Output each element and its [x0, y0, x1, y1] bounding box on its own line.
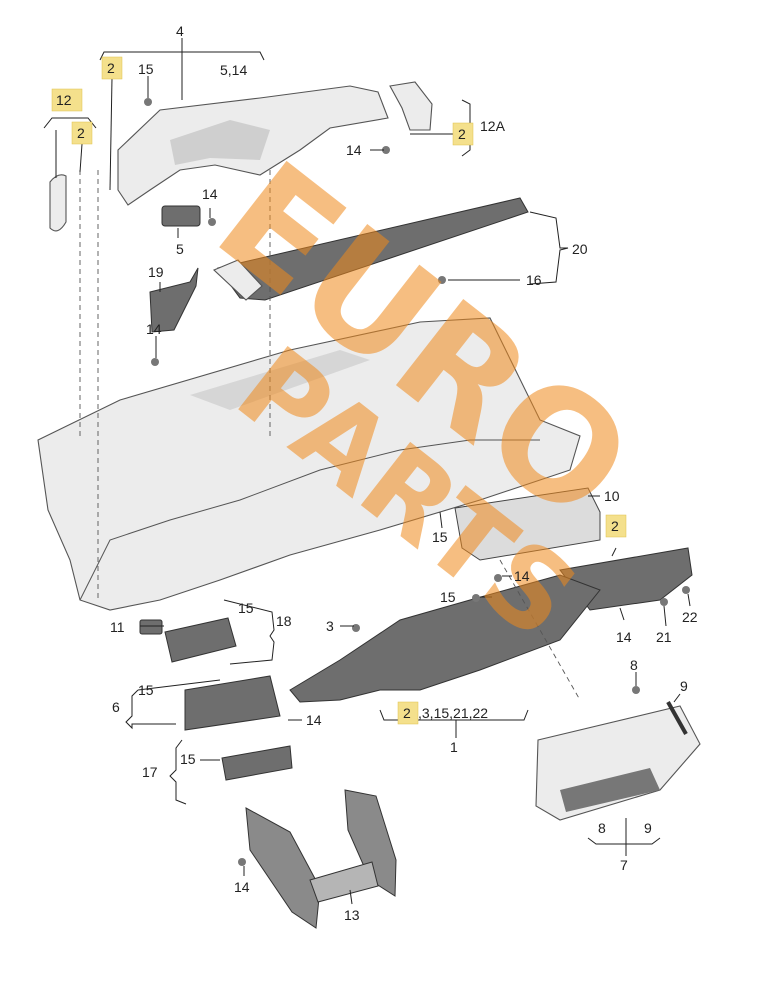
clip-15-b: [472, 594, 480, 602]
callout-15-e: 15: [180, 751, 196, 767]
callout-14-f: 14: [306, 712, 322, 728]
callout-15-a: 15: [432, 529, 448, 545]
callout-labels: 4 2 15 5,14 12 2 2 12A 14 14 5 20 16 19 …: [56, 23, 698, 923]
callout-15-d: 15: [138, 682, 154, 698]
clip-14-d: [494, 574, 502, 582]
clip-14-c: [151, 358, 159, 366]
small-switch: [139, 619, 163, 635]
glovebox-rod: [666, 701, 688, 735]
callout-4: 4: [176, 23, 184, 39]
dash-top-cover-shade: [170, 120, 270, 165]
glovebox-shade: [560, 768, 660, 812]
callout-13: 13: [344, 907, 360, 923]
highlight-2-right: [452, 122, 474, 146]
knee-panel-left: [245, 807, 321, 929]
cross-beam: [289, 574, 601, 703]
highlight-2-top: [101, 56, 123, 80]
callout-9: 9: [680, 678, 688, 694]
highlight-2-left: [71, 121, 93, 145]
callout-19: 19: [148, 264, 164, 280]
callout-17: 17: [142, 764, 158, 780]
callout-2-right: 2: [458, 126, 466, 142]
callout-8: 8: [630, 657, 638, 673]
corner-cover: [149, 267, 199, 333]
callout-2-left: 2: [77, 125, 85, 141]
knee-panel-right: [344, 789, 397, 897]
callout-14-g: 14: [234, 879, 250, 895]
callout-2-bottom: 2: [403, 705, 411, 721]
callout-14-c: 14: [146, 321, 162, 337]
air-vent: [161, 205, 201, 227]
knee-bar: [309, 861, 379, 903]
clip-22: [682, 586, 690, 594]
trim-strip-end: [213, 259, 263, 301]
clip-15-top: [144, 98, 152, 106]
callout-15-b: 15: [440, 589, 456, 605]
cover-panel: [221, 745, 293, 781]
callout-16: 16: [526, 272, 542, 288]
callout-2-top: 2: [107, 60, 115, 76]
callout-8-bottom: 8: [598, 820, 606, 836]
callout-15-c: 15: [238, 600, 254, 616]
alignment-lines: [79, 170, 581, 701]
callout-20: 20: [572, 241, 588, 257]
trim-strip: [217, 197, 529, 301]
callout-5-14: 5,14: [220, 62, 247, 78]
callout-14-e: 14: [616, 629, 632, 645]
callout-22: 22: [682, 609, 698, 625]
highlight-2-mid: [605, 514, 627, 538]
highlight-12: [51, 88, 83, 112]
callout-14-d: 14: [514, 568, 530, 584]
clip-14-a: [382, 146, 390, 154]
callout-14-b: 14: [202, 186, 218, 202]
clip-14-b: [208, 218, 216, 226]
callout-10: 10: [604, 488, 620, 504]
callout-3-15-21-22: ,3,15,21,22: [418, 705, 488, 721]
callout-5: 5: [176, 241, 184, 257]
callout-6: 6: [112, 699, 120, 715]
switch-panel: [164, 617, 237, 663]
clip-14-g: [238, 858, 246, 866]
callout-18: 18: [276, 613, 292, 629]
callout-12: 12: [56, 92, 72, 108]
clip-8: [632, 686, 640, 694]
clip-21: [660, 598, 668, 606]
dashboard-shade: [190, 350, 370, 410]
callout-2-mid: 2: [611, 518, 619, 534]
clip-16: [438, 276, 446, 284]
glovebox: [535, 705, 701, 821]
speaker-grille: [454, 487, 601, 561]
callout-9-bottom: 9: [644, 820, 652, 836]
callout-12A: 12A: [480, 118, 506, 134]
parts-layer: [37, 81, 701, 929]
callout-21: 21: [656, 629, 672, 645]
highlight-2-bottom: [397, 701, 419, 725]
callout-7: 7: [620, 857, 628, 873]
dashboard-main: [37, 317, 581, 611]
callout-3: 3: [326, 618, 334, 634]
callout-1: 1: [450, 739, 458, 755]
clip-3: [352, 624, 360, 632]
callout-14-a: 14: [346, 142, 362, 158]
callout-11: 11: [110, 619, 125, 635]
side-bracket-right: [389, 81, 433, 131]
lower-panel: [184, 675, 281, 731]
side-trim-left: [49, 174, 67, 232]
dashboard-frame: [79, 439, 540, 601]
highlight-boxes: [51, 56, 627, 725]
callout-15-top: 15: [138, 61, 154, 77]
